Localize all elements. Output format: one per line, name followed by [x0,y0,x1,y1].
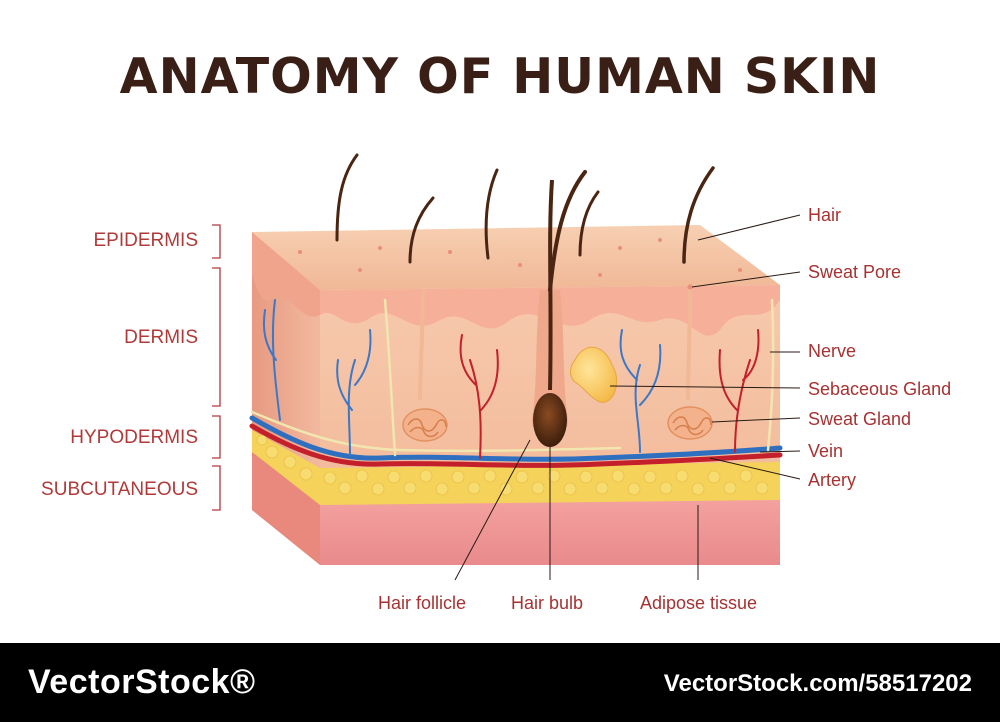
callout-hair: Hair [808,205,842,225]
layer-label-hypodermis: HYPODERMIS [70,427,198,448]
bracket-dermis [212,267,221,407]
layer-label-dermis: DERMIS [124,327,198,348]
layer-label-epidermis: EPIDERMIS [93,230,198,251]
skin-block-top [252,225,780,290]
line-hair [697,214,801,241]
callout-artery: Artery [808,470,857,490]
skin-cross-section-diagram [212,153,801,581]
main-vessels [249,410,783,468]
callout-sebaceous-gland: Sebaceous Gland [808,379,952,399]
vein-branches [262,299,662,456]
artery-main [249,423,783,468]
footer-brand: VectorStock® [28,663,256,701]
nerve-fibers [383,298,775,457]
sweat-gland-left [402,289,448,442]
nerve-main [250,410,622,453]
bracket-subcutaneous [212,465,221,511]
sweat-gland-right [667,287,713,440]
callout-nerve: Nerve [808,341,857,361]
footer-image-id: VectorStock.com/58517202 [663,670,972,697]
hair-bulb [533,393,567,447]
line-sweat-gland [711,417,801,423]
line-sebaceous-gland [609,385,801,389]
line-artery [709,457,801,480]
page-title: ANATOMY OF HUMAN SKIN [119,48,881,105]
callout-sweat-gland: Sweat Gland [808,409,912,429]
hairs [335,153,715,292]
label-hair-follicle: Hair follicle [378,593,467,613]
callout-sweat-pore: Sweat Pore [808,262,902,282]
subcutaneous-side [252,448,320,565]
sweat-pores [298,238,742,290]
callout-vein: Vein [808,441,844,461]
line-vein [759,450,801,453]
artery-branches [459,329,760,459]
vein-main [249,415,783,462]
line-hair-follicle [454,439,531,581]
label-hair-bulb: Hair bulb [511,593,584,613]
sebaceous-gland [570,346,618,403]
line-sweat-pore [691,271,801,288]
hair-follicle [531,179,569,447]
bracket-epidermis [212,224,221,259]
callout-lines [454,214,801,581]
footer-bar: VectorStock® VectorStock.com/58517202 [0,643,1000,722]
label-adipose-tissue: Adipose tissue [640,593,758,613]
layer-label-subcutaneous: SUBCUTANEOUS [41,479,198,500]
layer-brackets [212,224,221,511]
bracket-hypodermis [212,415,221,459]
